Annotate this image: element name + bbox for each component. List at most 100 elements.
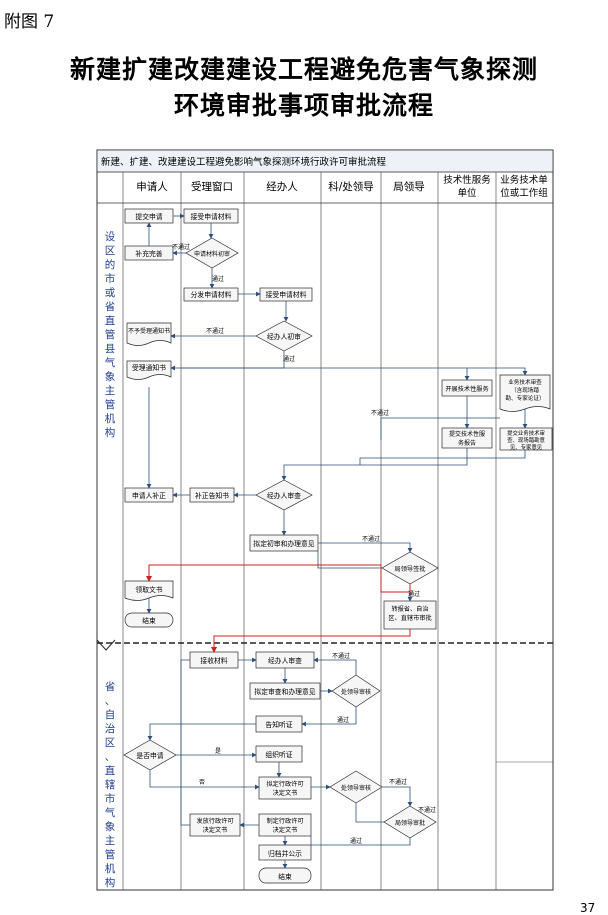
svg-text:构: 构 <box>105 426 116 439</box>
node-supplement-label: 补充完善 <box>135 249 162 258</box>
svg-text:自: 自 <box>105 708 116 721</box>
edge-label-no: 否 <box>199 779 205 786</box>
node-reject-notice <box>126 322 172 346</box>
col-header-tech-service-1: 技术性服务 <box>443 174 491 186</box>
node-archive-label: 归档并公示 <box>268 849 302 858</box>
col-header-window: 受理窗口 <box>191 180 233 193</box>
node-initial-review-label: 申请材料初审 <box>194 250 230 258</box>
svg-text:直: 直 <box>105 314 116 327</box>
node-end2-label: 结束 <box>278 872 292 881</box>
edge-label-fail-1: 不通过 <box>172 243 190 251</box>
edge-label-fail-3: 不通过 <box>371 409 389 417</box>
svg-text:（含现场踏: （含现场踏 <box>511 386 539 394</box>
svg-text:市: 市 <box>105 792 116 805</box>
node-submit-label: 提交申请 <box>135 212 162 221</box>
page-title-line2: 环境审批事项审批流程 <box>173 91 434 120</box>
svg-text:或: 或 <box>105 287 116 299</box>
node-receive2-label: 接受申请材料 <box>266 290 307 299</box>
svg-text:辖: 辖 <box>105 778 116 791</box>
svg-text:设: 设 <box>105 231 116 243</box>
node-dept-review-label: 处领导审核 <box>341 688 371 696</box>
svg-text:区、直辖市审批: 区、直辖市审批 <box>388 614 431 622</box>
svg-text:主: 主 <box>105 385 116 397</box>
node-hearing-notice-label: 告知听证 <box>265 720 292 729</box>
svg-text:管: 管 <box>105 328 116 341</box>
node-organize-hearing-label: 组织听证 <box>265 750 292 759</box>
node-receive-label: 接受申请材料 <box>191 212 232 221</box>
node-collect-label: 领取文书 <box>135 585 162 594</box>
svg-text:市: 市 <box>105 272 116 285</box>
svg-text:主: 主 <box>105 835 116 847</box>
svg-text:省: 省 <box>105 680 116 693</box>
node-forward <box>383 600 437 630</box>
node-handler-review2-label: 经办人审查 <box>268 656 302 665</box>
diagram-header-band <box>96 149 554 173</box>
svg-text:业务技术审查: 业务技术审查 <box>508 378 542 386</box>
node-distribute-label: 分发申请材料 <box>191 290 232 299</box>
node-tech-service-label: 开展技术性服务 <box>445 385 488 393</box>
col-header-dept-leader: 科/处领导 <box>328 180 374 193</box>
node-end1-label: 结束 <box>142 616 156 625</box>
page-title-line1: 新建扩建改建建设工程避免危害气象探测 <box>69 55 538 84</box>
node-leader-sign-label: 局领导签批 <box>395 565 426 573</box>
svg-text:气: 气 <box>105 356 116 369</box>
svg-text:决定文书: 决定文书 <box>273 826 298 834</box>
edge-label-fail-7: 不通过 <box>418 806 436 814</box>
edge-label-pass-4: 通过 <box>337 716 349 724</box>
node-fix-notice-label: 补正告知书 <box>195 491 229 500</box>
col-header-handler: 经办人 <box>266 180 298 193</box>
node-handler-review-label: 经办人审查 <box>267 491 301 500</box>
svg-text:构: 构 <box>105 876 116 889</box>
node-handler-initial-label: 经办人初审 <box>267 332 301 341</box>
node-accept-notice-label: 受理通知书 <box>132 363 166 372</box>
diagram-frame <box>96 149 554 891</box>
svg-text:象: 象 <box>105 371 116 383</box>
edge-label-fail-5: 不通过 <box>332 652 350 660</box>
node-draft2-label: 拟定审查和办理意见 <box>254 687 315 696</box>
svg-text:提交技术性服: 提交技术性服 <box>449 430 485 438</box>
edge-label-fail-6: 不通过 <box>389 778 407 786</box>
edge-label-pass-2: 通过 <box>283 355 295 363</box>
col-header-biz-tech-1: 业务技术单 <box>500 174 548 186</box>
svg-text:提交业务技术审: 提交业务技术审 <box>507 429 545 437</box>
node-draft-opinion-label: 拟定初审和办理意见 <box>253 539 314 548</box>
svg-text:象: 象 <box>105 821 116 833</box>
col-header-bureau-leader: 局领导 <box>393 180 425 193</box>
svg-text:查、现场踏勘意: 查、现场踏勘意 <box>507 436 545 444</box>
section-label-city: 设区的 市或省 直管县 气象主 管机构 <box>105 231 116 439</box>
svg-text:治: 治 <box>105 722 116 735</box>
svg-text:决定文书: 决定文书 <box>273 789 298 797</box>
node-receive3-label: 接收材料 <box>200 656 227 665</box>
edge-label-pass-1: 通过 <box>212 275 224 283</box>
svg-text:发放行政许可: 发放行政许可 <box>196 817 233 825</box>
edge-label-pass-3: 通过 <box>408 590 420 598</box>
svg-text:管: 管 <box>105 398 116 411</box>
svg-text:勘、专家论证）: 勘、专家论证） <box>505 394 544 402</box>
svg-text:、: 、 <box>105 695 116 707</box>
svg-text:决定文书: 决定文书 <box>203 826 228 834</box>
svg-text:机: 机 <box>105 862 116 875</box>
diagram-header: 新建、扩建、改建建设工程避免影响气象探测环境行政许可审批流程 <box>101 156 387 168</box>
figure-label: 附图 7 <box>4 12 55 32</box>
edge-label-pass-5: 通过 <box>350 837 362 845</box>
svg-text:管: 管 <box>105 848 116 861</box>
node-leader-approve-label: 局领导审批 <box>395 819 425 827</box>
svg-text:机: 机 <box>105 412 116 425</box>
node-request-hearing-label: 是否申请 <box>136 751 163 760</box>
node-expert-review <box>499 374 551 412</box>
svg-text:的: 的 <box>105 258 116 271</box>
col-header-biz-tech-2: 位或工作组 <box>500 187 548 199</box>
col-header-tech-service-2: 单位 <box>457 187 477 199</box>
svg-text:县: 县 <box>105 343 116 355</box>
node-accept-notice <box>126 360 172 380</box>
node-collect <box>124 580 174 601</box>
edge-label-fail-2: 不通过 <box>206 327 224 335</box>
col-header-applicant: 申请人 <box>136 180 168 193</box>
node-applicant-fix-label: 申请人补正 <box>132 491 166 500</box>
svg-text:、: 、 <box>105 751 116 763</box>
node-reject-notice-label: 不予受理通知书 <box>128 327 170 335</box>
section-label-province: 省、自 治区、 直辖市 气象主 管机构 <box>105 680 116 889</box>
svg-text:拟定行政许可: 拟定行政许可 <box>266 780 303 788</box>
svg-text:气: 气 <box>105 806 116 819</box>
